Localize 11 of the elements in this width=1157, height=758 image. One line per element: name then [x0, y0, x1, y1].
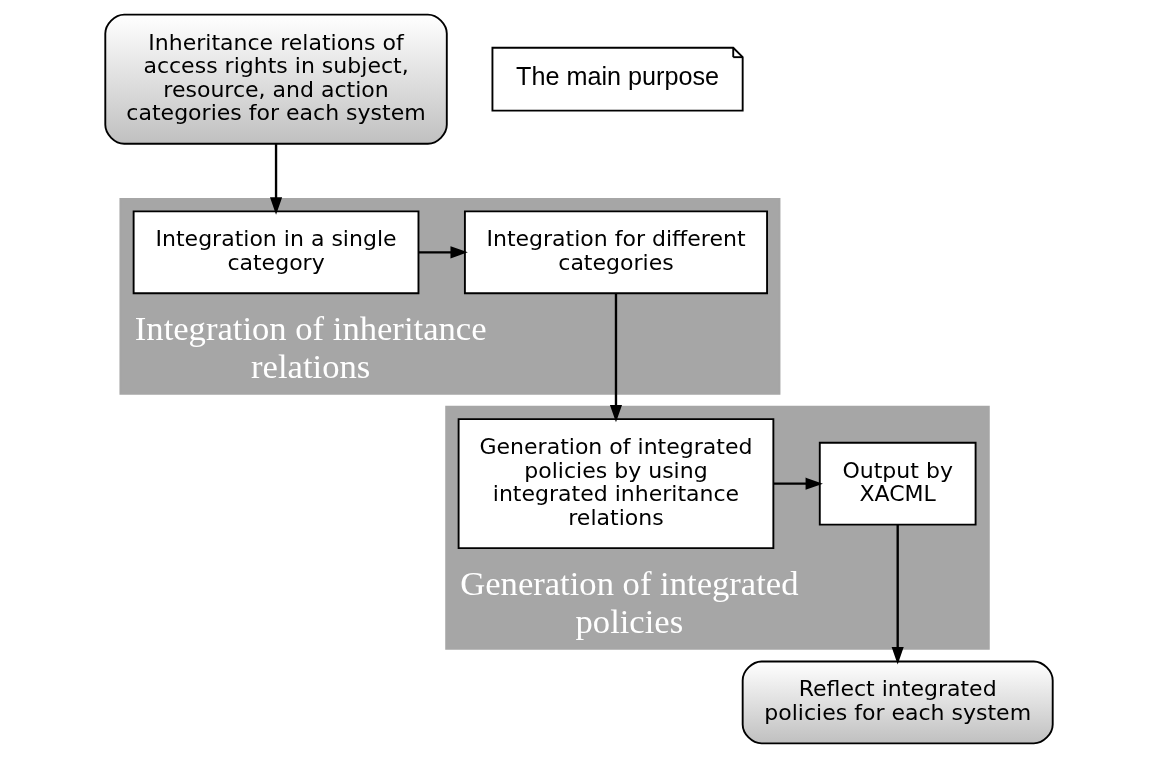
node-box: Inheritance relations of access rights in subject, resource, and action categories for each system [103, 13, 448, 145]
node-box: Reflect integrated policies for each system [741, 660, 1054, 745]
node-box: Output by XACML [818, 441, 977, 526]
arrow [418, 246, 468, 259]
arrow [609, 293, 622, 423]
node-box: Generation of integrated policies by using integrated inheritance relations [457, 418, 774, 550]
arrow [891, 524, 904, 665]
arrow [269, 144, 282, 215]
arrow [773, 477, 823, 490]
node-box: Integration for different categories [463, 210, 768, 295]
node-box: Integration in a single category [132, 210, 419, 295]
